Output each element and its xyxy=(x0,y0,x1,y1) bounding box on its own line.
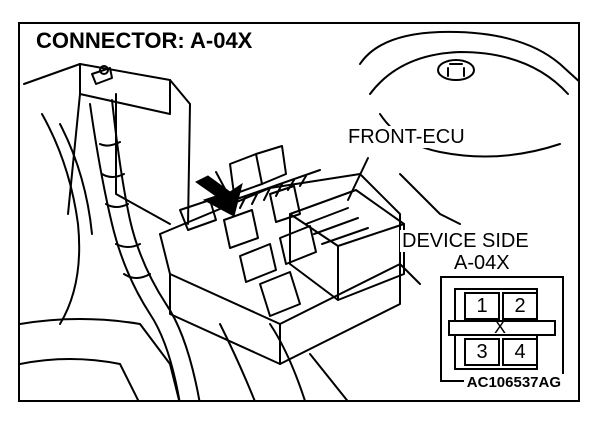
pin-2: 2 xyxy=(502,292,538,320)
figure-code: AC106537AG xyxy=(463,374,564,392)
connector-id-label: A-04X xyxy=(452,252,512,274)
connector-latch xyxy=(448,320,556,336)
latch-mark: X xyxy=(493,317,506,337)
connector-title: CONNECTOR: A-04X xyxy=(32,28,257,54)
diagram-frame: CONNECTOR: A-04X FRONT-ECU DEVICE SIDE A… xyxy=(18,22,580,402)
connector-pinout: 1 2 X 3 4 xyxy=(440,276,564,382)
engine-bay-illustration xyxy=(20,30,578,400)
pin-4: 4 xyxy=(502,338,538,366)
device-side-label: DEVICE SIDE xyxy=(400,230,531,252)
pin-1: 1 xyxy=(464,292,500,320)
pin-3: 3 xyxy=(464,338,500,366)
front-ecu-label: FRONT-ECU xyxy=(346,126,467,148)
